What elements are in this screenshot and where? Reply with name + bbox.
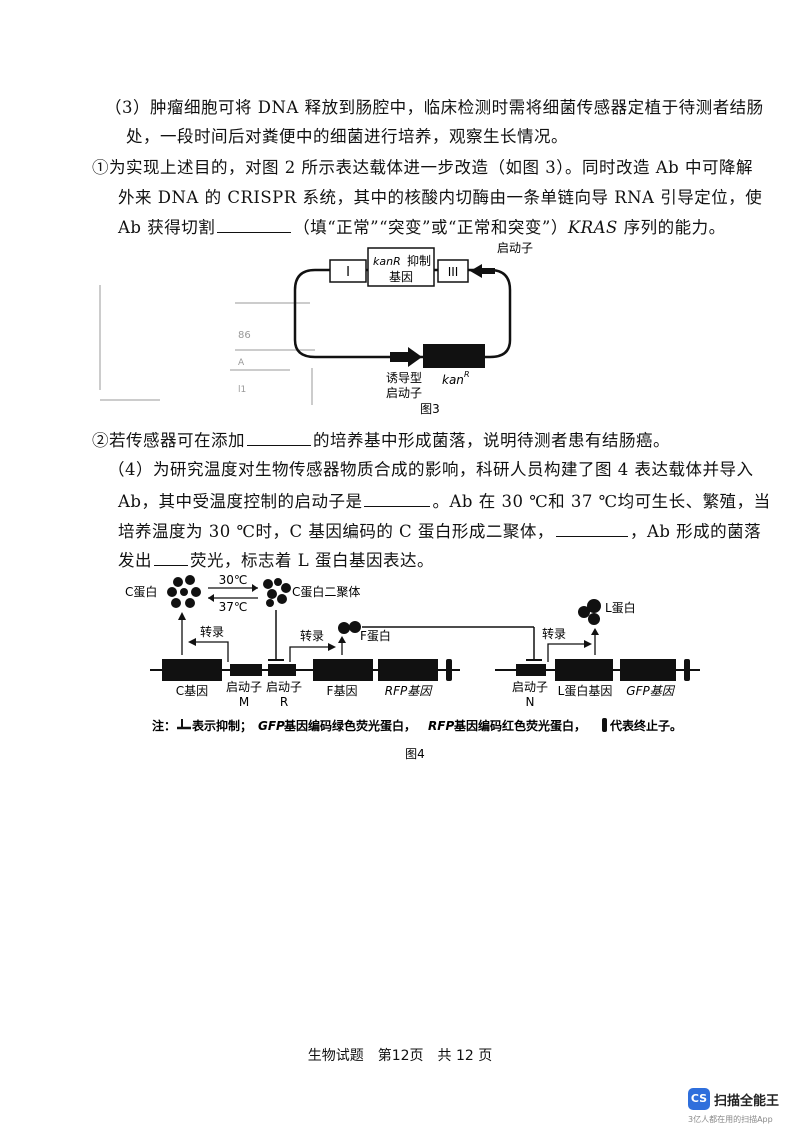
f-gene-label: F基因 — [327, 684, 358, 698]
temp-30-label: 30℃ — [219, 573, 248, 587]
note-terminator: 代表终止子。 — [609, 718, 682, 733]
q3-part1-text-a: Ab 获得切割 — [118, 218, 216, 237]
promoter-n-label: 启动子 — [512, 680, 548, 694]
q3-part1-text-c: 序列的能力。 — [617, 218, 726, 237]
q3-part1-line3: Ab 获得切割 （填“正常”“突变”或“正常和突变”）KRAS 序列的能力。 — [118, 214, 726, 240]
transcribe-label-1: 转录 — [200, 624, 224, 639]
q4-line3-text-b: ，Ab 形成的菌落 — [629, 522, 762, 541]
promoter-m-block — [230, 664, 262, 676]
temp-37-label: 37℃ — [219, 600, 248, 614]
scanner-app-name: 扫描全能王 — [714, 1094, 780, 1109]
f-protein-icon — [338, 621, 361, 634]
c-gene-block — [162, 659, 222, 681]
kanr-gene-block — [423, 344, 485, 368]
element-I-label: I — [346, 265, 350, 280]
promoter-n-block — [516, 664, 546, 676]
rfp-gene-block — [378, 659, 438, 681]
promoter-r-label: 启动子 — [266, 680, 302, 694]
terminator-legend-icon — [602, 718, 607, 732]
q4-line3-text-a: 培养温度为 30 ℃时，C 基因编码的 C 蛋白形成二聚体， — [118, 522, 554, 541]
bleed-text-1: 86 — [238, 330, 251, 341]
q4-line2-text-a: Ab，其中受温度控制的启动子是 — [118, 492, 363, 511]
inducible-label-l1: 诱导型 — [386, 371, 422, 385]
q3-part1-line1: ①为实现上述目的，对图 2 所示表达载体进一步改造（如图 3）。同时改造 Ab … — [92, 158, 753, 177]
terminator-right-icon — [684, 659, 690, 681]
dimer-label: C蛋白二聚体 — [292, 584, 360, 599]
terminator-left-icon — [446, 659, 452, 681]
cs-logo-icon: CS — [688, 1088, 710, 1110]
element-III-label: III — [448, 265, 459, 279]
note-gfp: GFP — [258, 719, 285, 733]
q4-line3: 培养温度为 30 ℃时，C 基因编码的 C 蛋白形成二聚体， ，Ab 形成的菌落 — [118, 518, 761, 544]
l-protein-icon — [578, 599, 601, 625]
promoter-r-block — [268, 664, 296, 676]
c-protein-label: C蛋白 — [125, 584, 157, 599]
c-protein-dimer-icon — [263, 578, 291, 607]
note-prefix: 注： — [152, 718, 176, 733]
note-rfp-desc: 基因编码红色荧光蛋白， — [453, 718, 586, 733]
q3-part1-line2: 外来 DNA 的 CRISPR 系统，其中的核酸内切酶由一条单链向导 RNA 引… — [118, 188, 763, 207]
kan-label: kan — [442, 373, 464, 387]
q4-line2-text-b: 。Ab 在 30 ℃和 37 ℃均可生长、繁殖，当 — [432, 492, 771, 511]
q4-line4-text-b: 荧光，标志着 L 蛋白基因表达。 — [190, 551, 434, 570]
c-gene-label: C基因 — [176, 684, 208, 698]
answer-blank-3[interactable] — [364, 488, 431, 507]
answer-blank-5[interactable] — [154, 547, 188, 566]
note-gfp-desc: 基因编码绿色荧光蛋白， — [283, 718, 416, 733]
q3-intro-line1: （3）肿瘤细胞可将 DNA 释放到肠腔中，临床检测时需将细菌传感器定植于待测者结… — [105, 98, 764, 117]
n-label: N — [526, 695, 535, 709]
q3-part2-text-b: 的培养基中形成菌落，说明待测者患有结肠癌。 — [313, 431, 670, 450]
q4-line4-text-a: 发出 — [118, 551, 152, 570]
scanner-tagline: 3亿人都在用的扫描App — [688, 1115, 773, 1124]
f-gene-block — [313, 659, 373, 681]
r-label: R — [280, 695, 288, 709]
answer-blank-1[interactable] — [217, 214, 292, 233]
l-gene-block — [555, 659, 613, 681]
inducible-promoter-arrow-icon — [390, 347, 422, 367]
promoter-m-label: 启动子 — [226, 680, 262, 694]
l-protein-label: L蛋白 — [605, 600, 636, 615]
rfp-gene-label: RFP基因 — [385, 684, 433, 698]
q4-line4: 发出 荧光，标志着 L 蛋白基因表达。 — [118, 547, 434, 573]
kanr-suppressor-box — [367, 247, 435, 287]
q3-part2-text-a: ②若传感器可在添加 — [92, 431, 245, 450]
note-rfp: RFP — [428, 719, 454, 733]
q3-part1-text-b: （填“正常”“突变”或“正常和突变”） — [293, 218, 568, 237]
promoter-arrow-icon — [470, 264, 495, 278]
element-III-box — [437, 259, 469, 283]
figure-4-title: 图4 — [405, 747, 425, 761]
gfp-gene-block — [620, 659, 676, 681]
q4-line1: （4）为研究温度对生物传感器物质合成的影响，科研人员构建了图 4 表达载体并导入 — [108, 460, 754, 479]
bleed-through-marks — [99, 285, 315, 405]
kanr-suppressor-sup: kanR — [373, 255, 401, 268]
kanr-suppressor-l2: 基因 — [389, 270, 413, 284]
transcribe-label-2: 转录 — [300, 628, 324, 643]
bleed-text-2: A — [238, 358, 245, 368]
m-label: M — [239, 695, 249, 709]
inducible-label-l2: 启动子 — [386, 386, 422, 400]
transcribe-label-3: 转录 — [542, 626, 566, 641]
note-inhibit: 表示抑制； — [191, 718, 252, 733]
q4-line2: Ab，其中受温度控制的启动子是 。Ab 在 30 ℃和 37 ℃均可生长、繁殖，当 — [118, 488, 771, 514]
c-protein-cluster-icon — [167, 575, 201, 608]
promoter-label: 启动子 — [497, 241, 533, 255]
f-protein-label: F蛋白 — [360, 628, 391, 643]
inhibit-symbol-icon — [177, 719, 191, 730]
answer-blank-2[interactable] — [247, 427, 311, 446]
bleed-text-3: l1 — [238, 385, 246, 395]
kanr-suppressor-l1: 抑制 — [407, 253, 431, 268]
kras-label: KRAS — [567, 218, 618, 237]
scanner-watermark: CS 扫描全能王 3亿人都在用的扫描App — [688, 1088, 798, 1128]
page-footer: 生物试题 第12页 共 12 页 — [307, 1048, 493, 1064]
element-I-box — [329, 259, 367, 283]
gfp-gene-label: GFP基因 — [626, 684, 675, 698]
l-gene-label: L蛋白基因 — [558, 683, 613, 698]
answer-blank-4[interactable] — [555, 518, 628, 537]
q3-intro-line2: 处，一段时间后对粪便中的细菌进行培养，观察生长情况。 — [126, 127, 568, 146]
figure-3-diagram: 86 A l1 I kanR 抑制 基因 III 启动子 诱导型 启动子 kan… — [99, 241, 533, 416]
figure-4-diagram: C蛋白 30℃ 37℃ C蛋白二聚体 转录 转录 F蛋白 — [125, 573, 700, 761]
kan-sup-label: R — [464, 370, 470, 379]
q3-part2-line: ②若传感器可在添加 的培养基中形成菌落，说明待测者患有结肠癌。 — [92, 427, 670, 453]
figure-3-title: 图3 — [420, 402, 440, 416]
